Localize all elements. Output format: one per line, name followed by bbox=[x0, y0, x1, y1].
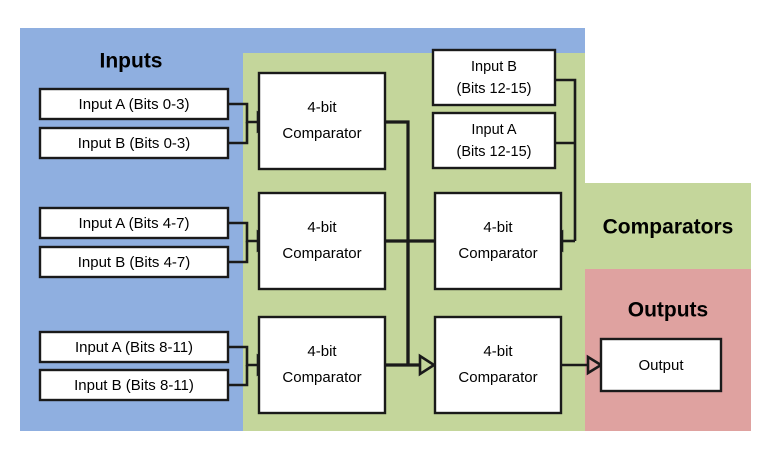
input-boxes: Input A (Bits 0-3) Input B (Bits 0-3) In… bbox=[38, 48, 557, 402]
comparator-box-final-rect[interactable] bbox=[433, 315, 563, 415]
input-box-b-8-11[interactable]: Input B (Bits 8-11) bbox=[38, 368, 230, 402]
comparator-box-final-label-line1: 4-bit bbox=[483, 343, 513, 360]
input-box-a-12-15-rect[interactable] bbox=[431, 111, 557, 170]
comparator-box-12-15[interactable]: 4-bit Comparator bbox=[433, 191, 563, 291]
comparator-box-4-7[interactable]: 4-bit Comparator bbox=[257, 191, 387, 291]
input-box-b-4-7-label: Input B (Bits 4-7) bbox=[78, 254, 191, 271]
zone-label-inputs: Inputs bbox=[100, 50, 163, 73]
input-box-b-8-11-rect[interactable] bbox=[38, 368, 230, 402]
wire-in-a-4-7-to-cmp-4-7 bbox=[228, 221, 258, 243]
output-box-result-rect[interactable] bbox=[599, 337, 723, 393]
input-box-b-12-15[interactable]: Input B (Bits 12-15) bbox=[431, 48, 557, 107]
arrowhead-cmp-final-input bbox=[418, 353, 437, 377]
input-box-a-0-3-label: Input A (Bits 0-3) bbox=[79, 96, 190, 113]
input-box-b-4-7[interactable]: Input B (Bits 4-7) bbox=[38, 245, 230, 279]
comparator-box-final-label-line2: Comparator bbox=[458, 369, 537, 386]
output-boxes: Output bbox=[599, 337, 723, 393]
input-box-a-4-7-label: Input A (Bits 4-7) bbox=[79, 215, 190, 232]
input-box-a-0-3-rect[interactable] bbox=[38, 87, 230, 121]
input-box-b-0-3-rect[interactable] bbox=[38, 126, 230, 160]
input-box-b-0-3-label: Input B (Bits 0-3) bbox=[78, 135, 191, 152]
zone-label-outputs: Outputs bbox=[628, 299, 708, 322]
input-box-a-12-15[interactable]: Input A (Bits 12-15) bbox=[431, 111, 557, 170]
comparator-box-0-3-label-line1: 4-bit bbox=[307, 99, 337, 116]
arrowhead-output-input bbox=[586, 354, 604, 376]
comparator-box-8-11-rect[interactable] bbox=[257, 315, 387, 415]
input-box-a-0-3[interactable]: Input A (Bits 0-3) bbox=[38, 87, 230, 121]
input-box-a-4-7-rect[interactable] bbox=[38, 206, 230, 240]
zone-inputs-topstrip-bg bbox=[243, 28, 277, 53]
comparator-box-8-11-label-line1: 4-bit bbox=[307, 343, 337, 360]
input-box-a-8-11-label: Input A (Bits 8-11) bbox=[75, 339, 193, 356]
comparator-box-0-3-label-line2: Comparator bbox=[282, 125, 361, 142]
wire-in-a-8-11-to-cmp-8-11 bbox=[228, 345, 258, 367]
wire-in-a-0-3-to-cmp-0-3 bbox=[228, 102, 258, 124]
comparator-box-8-11-label-line2: Comparator bbox=[282, 369, 361, 386]
wire-in-b-12-15-to-cmp-12-15 bbox=[555, 78, 577, 241]
comparator-box-4-7-label-line2: Comparator bbox=[282, 245, 361, 262]
comparator-box-12-15-label-line2: Comparator bbox=[458, 245, 537, 262]
comparator-box-0-3-rect[interactable] bbox=[257, 71, 387, 171]
zone-comparators-right-bg bbox=[585, 183, 751, 269]
output-box-result[interactable]: Output bbox=[599, 337, 723, 393]
comparator-box-0-3[interactable]: 4-bit Comparator bbox=[257, 71, 387, 171]
input-box-b-4-7-rect[interactable] bbox=[38, 245, 230, 279]
output-box-result-label: Output bbox=[638, 357, 684, 374]
zone-label-comparators: Comparators bbox=[603, 216, 734, 239]
comparator-box-12-15-rect[interactable] bbox=[433, 191, 563, 291]
comparator-boxes: 4-bit Comparator 4-bit Comparator 4-bit … bbox=[257, 71, 563, 415]
comparator-box-4-7-label-line1: 4-bit bbox=[307, 219, 337, 236]
input-box-b-0-3[interactable]: Input B (Bits 0-3) bbox=[38, 126, 230, 160]
comparator-box-4-7-rect[interactable] bbox=[257, 191, 387, 291]
input-box-a-8-11-rect[interactable] bbox=[38, 330, 230, 364]
input-box-a-4-7[interactable]: Input A (Bits 4-7) bbox=[38, 206, 230, 240]
input-box-b-12-15-label-line2: (Bits 12-15) bbox=[457, 81, 532, 97]
zone-labels: Inputs Comparators Outputs bbox=[100, 50, 734, 322]
wire-in-b-0-3-to-cmp-0-3 bbox=[228, 122, 249, 145]
comparator-box-8-11[interactable]: 4-bit Comparator bbox=[257, 315, 387, 415]
input-box-b-12-15-rect[interactable] bbox=[431, 48, 557, 107]
input-box-a-12-15-label-line2: (Bits 12-15) bbox=[457, 144, 532, 160]
wire-in-b-4-7-to-cmp-4-7 bbox=[228, 241, 249, 264]
comparator-box-12-15-label-line1: 4-bit bbox=[483, 219, 513, 236]
input-box-a-12-15-label-line1: Input A bbox=[471, 122, 516, 138]
wire-in-b-8-11-to-cmp-8-11 bbox=[228, 365, 249, 387]
input-box-b-8-11-label: Input B (Bits 8-11) bbox=[74, 377, 194, 394]
comparator-box-final[interactable]: 4-bit Comparator bbox=[433, 315, 563, 415]
input-box-b-12-15-label-line1: Input B bbox=[471, 59, 517, 75]
input-box-a-8-11[interactable]: Input A (Bits 8-11) bbox=[38, 330, 230, 364]
